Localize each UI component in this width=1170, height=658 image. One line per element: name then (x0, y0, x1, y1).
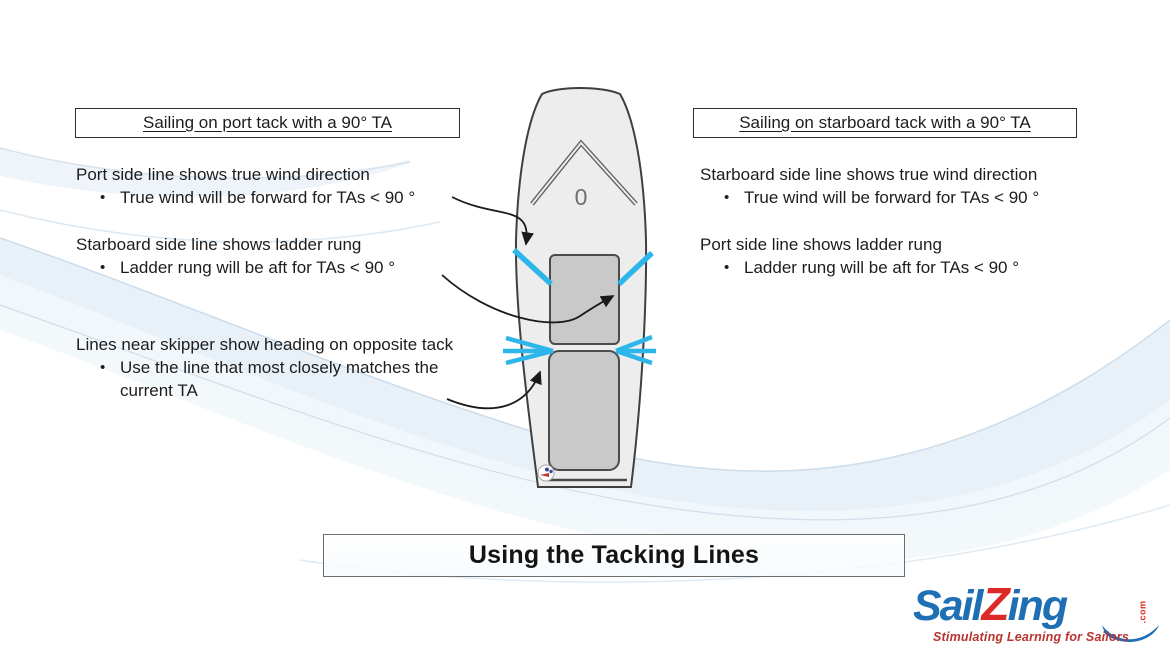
logo-tagline: Stimulating Learning for Sailors (933, 630, 1130, 644)
logo-part-ing: ing (1007, 582, 1069, 630)
cockpit-forward (549, 254, 620, 345)
right-block-ladder-rung-bullet: • Ladder rung will be aft for TAs < 90 ° (724, 258, 1020, 277)
bow-chevron-inner (531, 141, 637, 205)
left-block-ladder-rung-bullet: • Ladder rung will be aft for TAs < 90 ° (100, 258, 396, 277)
arrow-starboard-ladder-line (441, 274, 615, 324)
right-block-true-wind-bullet: • True wind will be forward for TAs < 90… (724, 188, 1040, 207)
wave-line-1 (0, 147, 411, 179)
boat-heading-label: 0 (575, 184, 588, 210)
tackline-fan-starboard (615, 334, 656, 366)
logo-swoosh (1102, 625, 1159, 642)
bullet-marker: • (100, 359, 106, 376)
tackline-fan-port (503, 335, 554, 366)
wave-band-soft (0, 275, 1170, 562)
left-block-true-wind-line: Port side line shows true wind direction (76, 165, 370, 184)
sailzing-logo: SailZing .com Stimulating Learning for S… (905, 578, 1165, 649)
wave-line-2 (0, 209, 441, 243)
right-block-true-wind: Starboard side line shows true wind dire… (700, 163, 1039, 209)
wave-band-top-left (0, 148, 410, 197)
heading-starboard-tack-label: Sailing on starboard tack with a 90° TA (739, 113, 1031, 132)
arrow-port-wind-line (451, 196, 534, 246)
sailzing-wordmark: SailZing (913, 578, 1069, 630)
left-block-true-wind-bullet: • True wind will be forward for TAs < 90… (100, 188, 416, 207)
slide-title-box: Using the Tacking Lines (323, 534, 905, 577)
heading-port-tack: Sailing on port tack with a 90° TA (75, 108, 460, 138)
left-block-true-wind: Port side line shows true wind direction… (76, 163, 415, 209)
heading-starboard-tack: Sailing on starboard tack with a 90° TA (693, 108, 1077, 138)
heading-port-tack-label: Sailing on port tack with a 90° TA (142, 113, 393, 132)
right-block-true-wind-line: Starboard side line shows true wind dire… (700, 165, 1038, 184)
bullet-marker: • (724, 259, 730, 276)
left-block-skipper-lines: Lines near skipper show heading on oppos… (76, 333, 482, 402)
stern-logo-mark (537, 464, 555, 482)
bullet-marker: • (100, 259, 106, 276)
right-block-ladder-rung-line: Port side line shows ladder rung (700, 235, 942, 254)
right-block-ladder-rung: Port side line shows ladder rung • Ladde… (700, 233, 1019, 279)
logo-part-z: Z (981, 578, 1010, 630)
logo-part-sail: Sail (913, 582, 983, 630)
tackline-port-wind (512, 247, 553, 287)
left-block-skipper-lines-line: Lines near skipper show heading on oppos… (76, 335, 454, 354)
tackline-starboard-ladder (617, 250, 654, 287)
slide-title: Using the Tacking Lines (468, 541, 760, 569)
bullet-marker: • (724, 189, 730, 206)
wave-edge-2 (0, 304, 1170, 521)
left-block-ladder-rung: Starboard side line shows ladder rung • … (76, 233, 395, 279)
arrow-skipper-lines (446, 370, 542, 410)
left-block-skipper-lines-bullet: • Use the line that most closely matches… (100, 358, 439, 400)
bullet-marker: • (100, 189, 106, 206)
cockpit-aft (548, 350, 620, 471)
left-block-ladder-rung-line: Starboard side line shows ladder rung (76, 235, 362, 254)
wave-band-main (0, 238, 1170, 546)
